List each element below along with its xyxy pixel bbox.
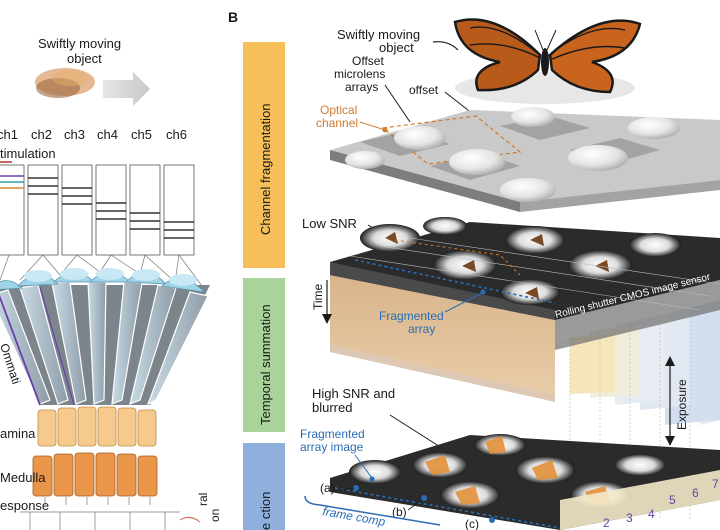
fragmented-array-label-line2: array [408,322,435,336]
object-pointer [432,41,459,51]
panel-letter: B [228,9,238,25]
frame-bracket [304,495,441,526]
response-tree [20,497,180,530]
frame-number: 4 [648,507,655,521]
fragmented-image-pointer [354,454,373,479]
third-stage-label: e ction [258,492,273,530]
channel-label: ch1 [0,127,18,142]
channel-label: ch6 [166,127,187,142]
optical-channel-pointer [359,121,386,131]
low-snr-label: Low SNR [302,216,357,231]
fragmented-array-pointer [444,292,483,313]
ommatidia-array [0,268,210,406]
left-object-label-line2: object [67,51,102,66]
medulla-cells [32,452,158,497]
bottom-cut-label-2: on [208,509,222,522]
summed-image-layer [330,434,720,530]
frame-number: 3 [626,511,633,525]
motion-arrow-icon [103,72,150,106]
exposure-label: Exposure [675,379,689,430]
microlens-pointer [384,84,411,123]
high-snr-label-line1: High SNR and [312,386,395,401]
third-stage-bar [243,443,285,530]
microlens-plate [330,107,720,212]
frame-number: 5 [669,493,676,507]
optical-channel-label-line2: channel [316,116,358,130]
frame-label: frame comp [321,504,386,529]
fragmented-array-label-line1: Fragmented [379,309,444,323]
microlens-label-line1: Offset [352,54,384,68]
frame-numbers: 2 3 4 5 6 7 [603,477,719,530]
left-object-label-line1: Swiftly moving [38,36,121,51]
blurred-butterfly-icon [35,68,95,98]
fragmented-image-label-line2: array image [300,440,364,454]
stimulation-traces [0,175,194,239]
channel-fragmentation-bar [243,42,285,268]
channel-label: ch3 [64,127,85,142]
frame-number: 6 [692,486,699,500]
lamina-label: amina [0,426,36,441]
channel-label: ch5 [131,127,152,142]
channel-label: ch4 [97,127,118,142]
marker-b: (b) [392,505,407,519]
offset-label: offset [409,83,439,97]
left-panel: Swiftly moving object ch1 ch2 ch3 ch4 ch… [0,36,222,530]
microlens-label-line3: arrays [345,80,378,94]
right-object-label-line1: Swiftly moving [337,27,420,42]
right-object-label-line2: object [379,40,414,55]
high-snr-label-line2: blurred [312,400,352,415]
time-arrow [322,280,332,324]
high-snr-pointer [389,414,446,451]
stimulation-label: timulation [0,146,56,161]
exposure-arrow [665,356,675,446]
lamina-cells [37,406,157,447]
temporal-summation-bar [243,278,285,432]
right-panel: B Channel fragmentation Temporal summati… [228,9,720,530]
bottom-cut-label-1: ral [196,493,210,506]
channel-fragmentation-label: Channel fragmentation [258,103,273,235]
medulla-label: Medulla [0,470,46,485]
marker-a: (a) [320,481,335,495]
time-label: Time [311,283,325,310]
sensor-block: Rolling shutter CMOS image sensor [330,217,720,520]
connector-lines [0,254,206,291]
channel-label: ch2 [31,127,52,142]
fragmented-image-label-line1: Fragmented [300,427,365,441]
response-label: esponse [0,498,49,513]
frame-number: 2 [603,516,610,530]
marker-c: (c) [465,517,479,530]
frame-number: 7 [712,477,719,491]
temporal-summation-label: Temporal summation [258,304,273,425]
microlens-label-line2: microlens [334,67,385,81]
channel-headers: ch1 ch2 ch3 ch4 ch5 ch6 [0,127,187,142]
optical-channel-label-line1: Optical [320,103,357,117]
butterfly-icon [453,18,642,104]
